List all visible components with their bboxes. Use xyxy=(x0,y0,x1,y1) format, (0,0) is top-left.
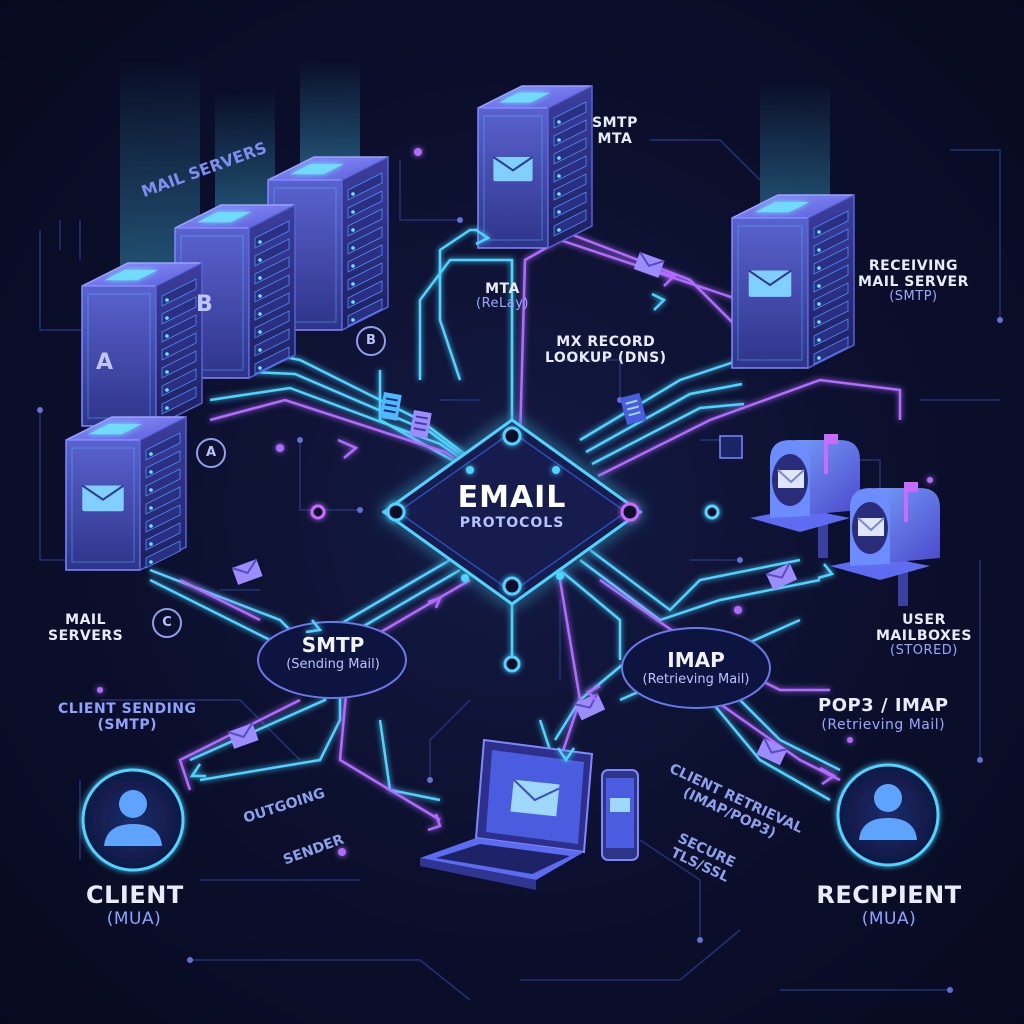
server-a xyxy=(81,261,203,428)
envelope-icon xyxy=(756,737,788,766)
server-letter-a: A xyxy=(96,350,114,375)
user-icon xyxy=(104,790,162,846)
document-icon xyxy=(409,410,432,439)
document-icon xyxy=(379,392,402,421)
recipient-label: RECIPIENT (MUA) xyxy=(816,881,962,929)
client-label: CLIENT (MUA) xyxy=(86,881,184,929)
mailbox-icon xyxy=(750,434,860,558)
hub-title: EMAIL PROTOCOLS xyxy=(412,480,612,531)
mail-servers-left-line2: SERVERS xyxy=(48,628,124,645)
imap-node-subtitle: (Retrieving Mail) xyxy=(642,672,750,687)
envelope-icon xyxy=(633,251,665,278)
smtp-node xyxy=(257,621,407,699)
client-sending-line1: CLIENT SENDING xyxy=(58,701,197,717)
server-smtp-mta xyxy=(477,84,593,250)
server-c xyxy=(65,415,187,572)
smtp-node-title: SMTP xyxy=(301,633,365,657)
mailbox-icon xyxy=(830,482,940,606)
receiving-server-label: RECEIVING MAIL SERVER (SMTP) xyxy=(858,258,969,305)
background-nodes xyxy=(37,217,1003,993)
hub-title-main: EMAIL xyxy=(457,480,567,515)
smtp-mta-line2: MTA xyxy=(597,131,633,148)
smtp-node-subtitle: (Sending Mail) xyxy=(286,657,380,672)
envelope-icon xyxy=(231,558,263,585)
laptop-icon xyxy=(420,738,594,890)
envelope-icon xyxy=(492,156,534,182)
mx-lookup-label: MX RECORD LOOKUP (DNS) xyxy=(545,334,667,366)
client-line1: CLIENT xyxy=(86,881,184,909)
hub-connector-nodes xyxy=(310,426,720,673)
receiving-line1: RECEIVING xyxy=(868,258,959,274)
user-mailboxes-line2: MAILBOXES xyxy=(876,628,972,645)
smtp-node-label: SMTP (Sending Mail) xyxy=(268,633,398,672)
mail-servers-left-label: MAIL SERVERS xyxy=(48,612,123,644)
recipient-line2: (MUA) xyxy=(861,908,917,929)
user-icon xyxy=(859,784,917,840)
accent-dots xyxy=(97,148,933,856)
mx-lookup-line1: MX RECORD xyxy=(556,334,656,350)
imap-node xyxy=(621,627,771,709)
mail-servers-left-line1: MAIL xyxy=(65,612,107,628)
client-line2: (MUA) xyxy=(106,908,162,929)
badge-b: B xyxy=(356,326,386,356)
imap-node-title: IMAP xyxy=(667,648,725,672)
server-light-beams xyxy=(120,60,830,280)
pop3-imap-line1: POP3 / IMAP xyxy=(818,695,949,716)
client-avatar xyxy=(81,768,185,872)
client-sending-line2: (SMTP) xyxy=(97,717,158,734)
mta-relay-line1: MTA xyxy=(485,281,520,297)
envelope-icon xyxy=(227,722,259,749)
badge-c: C xyxy=(152,608,182,638)
recipient-avatar xyxy=(836,763,940,867)
user-mailboxes-line3: (STORED) xyxy=(890,643,958,659)
smtp-mta-line1: SMTP xyxy=(592,115,638,131)
mta-relay-line2: (ReLay) xyxy=(476,296,529,312)
flow-arrowheads xyxy=(189,228,837,832)
document-icon xyxy=(620,392,647,426)
pop3-imap-label: POP3 / IMAP (Retrieving Mail) xyxy=(818,695,949,733)
document-icon xyxy=(719,435,743,459)
user-mailboxes-line1: USER xyxy=(902,612,946,628)
mx-lookup-line2: LOOKUP (DNS) xyxy=(545,350,667,367)
pop3-imap-line2: (Retrieving Mail) xyxy=(821,716,946,733)
phone-icon xyxy=(601,769,639,861)
servers xyxy=(65,84,855,572)
recipient-line1: RECIPIENT xyxy=(816,881,962,909)
user-mailboxes-label: USER MAILBOXES (STORED) xyxy=(876,612,972,659)
server-letter-b: B xyxy=(196,292,214,317)
client-sending-label: CLIENT SENDING (SMTP) xyxy=(58,701,197,733)
envelope-icon xyxy=(765,562,798,591)
envelope-icon xyxy=(81,484,125,512)
server-receiving xyxy=(731,193,855,370)
imap-node-label: IMAP (Retrieving Mail) xyxy=(626,648,766,687)
mta-relay-label: MTA (ReLay) xyxy=(476,281,529,312)
user-mailboxes xyxy=(750,434,940,606)
receiving-line2: MAIL SERVER xyxy=(858,274,969,291)
hub-title-sub: PROTOCOLS xyxy=(459,515,565,531)
smtp-mta-label: SMTP MTA xyxy=(592,115,638,147)
receiving-line3: (SMTP) xyxy=(889,289,938,305)
badge-a: A xyxy=(196,438,226,468)
envelope-icon xyxy=(748,269,792,297)
